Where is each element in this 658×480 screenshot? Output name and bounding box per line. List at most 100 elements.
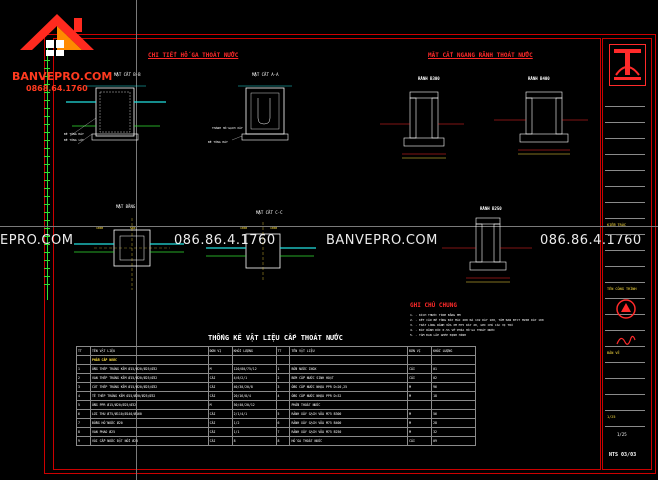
title-block-row bbox=[605, 298, 645, 315]
table-cell: ỐNG THÉP TRÁNG KẼM Ø15/Ø20/Ø25/Ø32 bbox=[89, 364, 209, 374]
table-cell: M bbox=[407, 427, 433, 437]
table-cell: 8 bbox=[76, 427, 91, 437]
table-cell: RÃNH XÂY GẠCH VỮA M75 B300 bbox=[289, 409, 409, 419]
table-cell: M bbox=[407, 409, 433, 419]
table-cell: 40/30/20/8 bbox=[231, 382, 277, 392]
table-cell: 7 bbox=[275, 427, 291, 437]
brand-logo: BANVEPRO.COM 0868.64.1760 bbox=[12, 12, 112, 102]
table-cell: 6 bbox=[275, 418, 291, 428]
table-cell: 9 bbox=[76, 436, 91, 446]
title-block: KIẾN TRÚC TÊN CÔNG TRÌNH BẢN VẼ 1/25 1/25 N… bbox=[605, 40, 648, 466]
title-block-row-text: BẢN VẼ bbox=[607, 351, 620, 355]
table-cell: ĐỒNG HỒ NƯỚC Ø20 bbox=[89, 418, 209, 428]
view-label-plan: MẶT BẰNG bbox=[116, 204, 136, 209]
table-cell: 02 bbox=[431, 373, 476, 383]
table-cell: RÃNH XÂY GẠCH VỮA M75 B400 bbox=[289, 418, 409, 428]
table-cell: 2 bbox=[76, 373, 91, 383]
table-cell: 1 bbox=[76, 364, 91, 374]
table-cell: M bbox=[407, 382, 433, 392]
table-cell: 5 bbox=[275, 409, 291, 419]
ditch-b250-drawing bbox=[442, 217, 532, 283]
title-block-row bbox=[605, 394, 645, 411]
table-cell: HỐ GA THOÁT NƯỚC bbox=[289, 436, 409, 446]
house-logo-icon bbox=[20, 14, 94, 56]
title-block-row: TÊN CÔNG TRÌNH bbox=[605, 282, 645, 299]
ditch-b300-drawing bbox=[380, 91, 464, 159]
table-cell: 28 bbox=[431, 418, 476, 428]
table-cell: CÚT THÉP TRÁNG KẼM Ø15/Ø20/Ø25/Ø32 bbox=[89, 382, 209, 392]
left-guide-ticks bbox=[44, 60, 50, 290]
title-block-row bbox=[605, 186, 645, 203]
watermark-phone-2: 086.86.4.1760 bbox=[540, 233, 642, 248]
table-cell: ỐNG CẤP NƯỚC NHỰA PPR D=20,25 bbox=[289, 382, 409, 392]
table-header-cell: ĐƠN VỊ bbox=[207, 346, 233, 356]
title-block-row-text: TÊN CÔNG TRÌNH bbox=[607, 287, 637, 291]
table-cell: 56 bbox=[431, 409, 476, 419]
table-cell: CÁI bbox=[407, 364, 433, 374]
table-cell: 09 bbox=[431, 436, 476, 446]
table-cell: LƠI THU Ø75/Ø110/Ø140/Ø160 bbox=[89, 409, 209, 419]
title-block-stamp bbox=[615, 298, 637, 320]
company-logo bbox=[609, 44, 646, 86]
table-cell: 6 bbox=[76, 409, 91, 419]
scale-label: 1/25 bbox=[617, 432, 627, 437]
table-cell: 1/2 bbox=[231, 418, 277, 428]
stamp-icon bbox=[616, 299, 636, 319]
note-line: 1. - KÍCH THƯỚC TÍNH BẰNG MM bbox=[410, 313, 461, 317]
table-cell: 1 bbox=[275, 364, 291, 374]
table-cell: 96 bbox=[431, 382, 476, 392]
table-section-row: PHẦN CẤP NƯỚC bbox=[76, 355, 476, 365]
table-header-cell: KHỐI LƯỢNG bbox=[431, 346, 476, 356]
table-cell: 1/1 bbox=[231, 427, 277, 437]
title-block-row bbox=[605, 234, 645, 251]
table-title: THỐNG KÊ VẬT LIỆU CẤP THOÁT NƯỚC bbox=[208, 334, 343, 342]
table-cell: 5 bbox=[76, 400, 91, 410]
table-cell bbox=[275, 400, 291, 410]
table-cell: ỐNG CẤP NƯỚC NHỰA PPR D=32 bbox=[289, 391, 409, 401]
brand-name[interactable]: BANVEPRO.COM bbox=[12, 70, 113, 83]
note-line: 2. - KẾT CẤU BÊ TÔNG ĐÁY MÁC 200 ĐÁ 1X2 … bbox=[410, 318, 544, 322]
table-cell: 20/16/8/4 bbox=[231, 391, 277, 401]
title-block-row bbox=[605, 170, 645, 187]
table-cell: BƠM CẤP NƯỚC SINH HOẠT bbox=[289, 373, 409, 383]
table-cell: CÁI bbox=[207, 418, 233, 428]
manhole-plan-drawing bbox=[74, 218, 184, 290]
table-cell: CÁI bbox=[207, 427, 233, 437]
title-block-row bbox=[605, 202, 645, 219]
title-block-row bbox=[605, 330, 645, 347]
annotation-aa-2: BÊ TÔNG ĐÁY bbox=[208, 140, 228, 144]
title-block-row: KIẾN TRÚC bbox=[605, 218, 645, 235]
note-line: 5. - TẤM ĐAN LẮP GHÉP ĐỊNH HÌNH bbox=[410, 333, 466, 337]
table-cell: 8 bbox=[231, 436, 277, 446]
view-label-bb: MẶT CẮT B-B bbox=[114, 72, 141, 77]
watermark-left: EPRO.COM bbox=[0, 233, 74, 248]
table-cell: 18 bbox=[431, 391, 476, 401]
title-block-row bbox=[605, 154, 645, 171]
ditch-label-b400: RÃNH B400 bbox=[528, 76, 550, 81]
table-header-cell: ĐƠN VỊ bbox=[407, 346, 433, 356]
drawing-number: NTS 03/03 bbox=[609, 452, 637, 458]
table-cell: CÁI bbox=[207, 382, 233, 392]
table-cell: M bbox=[407, 418, 433, 428]
ditch-label-b300: RÃNH B300 bbox=[418, 76, 440, 81]
drawing-border bbox=[53, 38, 601, 470]
table-cell: 3 bbox=[275, 382, 291, 392]
table-cell: M bbox=[207, 364, 233, 374]
table-section-label: PHẦN CẤP NƯỚC bbox=[89, 355, 209, 365]
title-block-row: 1/25 bbox=[605, 410, 645, 427]
table-cell: VAN PHAO Ø25 bbox=[89, 427, 209, 437]
table-cell: VAN THÉP TRÁNG KẼM Ø15/Ø20/Ø25/Ø32 bbox=[89, 373, 209, 383]
title-block-row-text: KIẾN TRÚC bbox=[607, 223, 626, 227]
brand-phone: 0868.64.1760 bbox=[26, 84, 88, 93]
table-header-cell: TT bbox=[275, 346, 291, 356]
note-line: 3. - TRÁT LÒNG RÃNH VỮA XM M75 DÀY 20, G… bbox=[410, 323, 513, 327]
table-cell: TÊ THÉP TRÁNG KẼM Ø15/Ø20/Ø25/Ø32 bbox=[89, 391, 209, 401]
watermark-phone-1: 086.86.4.1760 bbox=[174, 233, 276, 248]
table-cell: 2 bbox=[275, 373, 291, 383]
annotation-bb-2: BÊ TÔNG LÓT bbox=[64, 138, 84, 142]
